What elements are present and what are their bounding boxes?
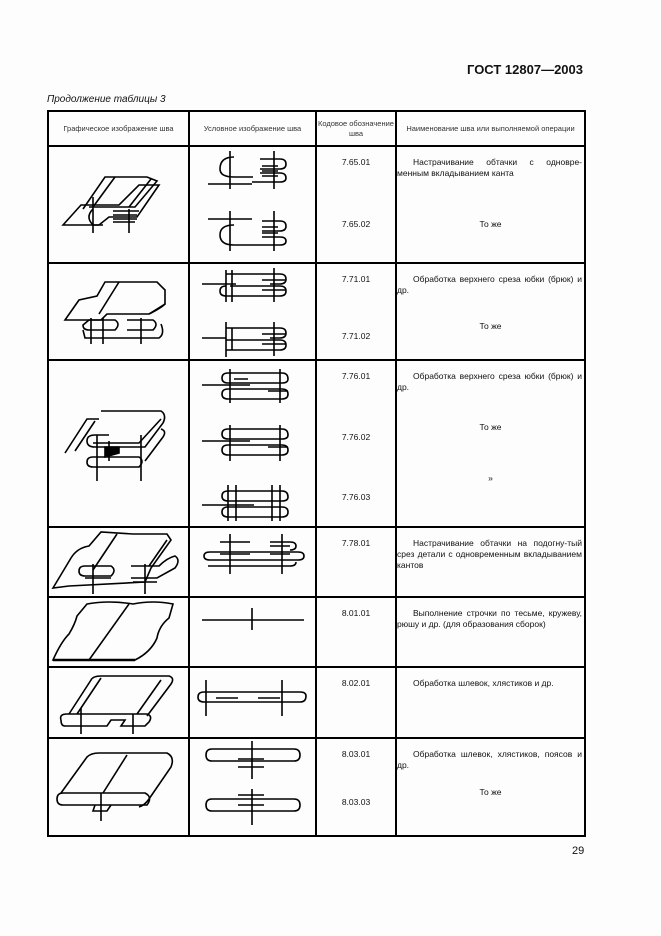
seam-name-cell: Настрачивание обтачки с одновре-менным в…: [395, 145, 586, 264]
table-row: 7.71.01 7.71.02 Обработка верхнего среза…: [47, 262, 586, 361]
seam-name: Обработка верхнего среза юбки (брюк) и д…: [397, 371, 582, 392]
seam-symbol: [188, 359, 317, 528]
seam-symbol-icon: [205, 741, 301, 825]
seam-name-cell: Выполнение строчки по тесьме, кружеву, р…: [395, 596, 586, 668]
seam-symbol-icon: [202, 369, 289, 521]
seam-symbol: [188, 737, 317, 837]
seam-code: 8.03.01: [341, 749, 371, 759]
seam-graphic: [47, 359, 190, 528]
seam-code: 8.01.01: [341, 608, 371, 618]
seam-name: То же: [479, 219, 502, 229]
seam-name-cell: Настрачивание обтачки на подогну-тый сре…: [395, 526, 586, 598]
seam-code: 7.76.03: [341, 492, 371, 502]
seam-symbol-icon: [202, 268, 287, 357]
seam-name: Выполнение строчки по тесьме, кружеву, р…: [397, 608, 582, 629]
seam-name-cell: Обработка шлевок, хлястиков, поясов и др…: [395, 737, 586, 837]
seam-code: 7.71.02: [341, 331, 371, 341]
seam-symbol-icon: [203, 534, 305, 574]
seam-name: Настрачивание обтачки на подогну-тый сре…: [397, 538, 582, 570]
column-header-code: Кодовое обозначение шва: [315, 110, 397, 147]
table-row: 7.65.01 7.65.02 Настрачивание обтачки с …: [47, 145, 586, 264]
seam-symbol-icon: [208, 151, 287, 251]
seam-code: 7.76.01: [341, 371, 371, 381]
seam-code-cell: 7.78.01: [315, 526, 397, 598]
seam-graphic: [47, 737, 190, 837]
table-row: 7.76.01 7.76.02 7.76.03 Обработка верхне…: [47, 359, 586, 528]
seam-drawing-icon: [64, 410, 166, 481]
seam-graphic: [47, 262, 190, 361]
seam-code: 7.71.01: [341, 274, 371, 284]
seam-code-cell: 8.01.01: [315, 596, 397, 668]
table-header-row: Графическое изображение шва Условное изо…: [47, 110, 586, 147]
seam-graphic: [47, 526, 190, 598]
table-row: 8.03.01 8.03.03 Обработка шлевок, хлясти…: [47, 737, 586, 837]
seam-name: То же: [479, 787, 502, 797]
standard-number: ГОСТ 12807—2003: [467, 62, 583, 77]
seam-name: »: [488, 473, 493, 483]
seam-symbol-icon: [197, 680, 307, 716]
seam-name: Обработка верхнего среза юбки (брюк) и д…: [397, 274, 582, 295]
seam-drawing-icon: [51, 601, 175, 662]
seam-symbol: [188, 145, 317, 264]
seam-graphic: [47, 596, 190, 668]
seam-name: Настрачивание обтачки с одновре-менным в…: [397, 157, 582, 178]
seam-drawing-icon: [56, 752, 174, 821]
seam-drawing-icon: [59, 675, 174, 734]
column-header-symbol: Условное изображение шва: [188, 110, 317, 147]
seam-name: Обработка шлевок, хлястиков, поясов и др…: [397, 749, 582, 770]
seam-code: 7.76.02: [341, 432, 371, 442]
seam-graphic: [47, 666, 190, 739]
seam-drawing-icon: [63, 281, 166, 344]
table-row: 7.78.01 Настрачивание обтачки на подогну…: [47, 526, 586, 598]
seam-code: 7.65.02: [341, 219, 371, 229]
seam-name-cell: Обработка верхнего среза юбки (брюк) и д…: [395, 262, 586, 361]
seam-code: 7.65.01: [341, 157, 371, 167]
seam-symbol: [188, 666, 317, 739]
seam-code-cell: 8.02.01: [315, 666, 397, 739]
column-header-graphic: Графическое изображение шва: [47, 110, 190, 147]
seam-symbol-icon: [202, 608, 304, 630]
seam-code: 7.78.01: [341, 538, 371, 548]
seam-graphic: [47, 145, 190, 264]
table-row: 8.02.01 Обработка шлевок, хлястиков и др…: [47, 666, 586, 739]
seam-code-cell: 7.65.01 7.65.02: [315, 145, 397, 264]
table-row: 8.01.01 Выполнение строчки по тесьме, кр…: [47, 596, 586, 668]
seam-code-cell: 8.03.01 8.03.03: [315, 737, 397, 837]
seam-code-cell: 7.76.01 7.76.02 7.76.03: [315, 359, 397, 528]
seam-name: Обработка шлевок, хлястиков и др.: [413, 678, 554, 688]
seam-name-cell: Обработка шлевок, хлястиков и др.: [395, 666, 586, 739]
table-caption: Продолжение таблицы 3: [47, 94, 166, 105]
seam-drawing-icon: [61, 176, 161, 233]
seam-symbol: [188, 526, 317, 598]
seam-code: 8.03.03: [341, 797, 371, 807]
column-header-name: Наименование шва или выполняемой операци…: [395, 110, 586, 147]
seam-symbol: [188, 596, 317, 668]
seam-name-cell: Обработка верхнего среза юбки (брюк) и д…: [395, 359, 586, 528]
page-number: 29: [572, 845, 585, 857]
seam-name: То же: [479, 321, 502, 331]
seam-code-cell: 7.71.01 7.71.02: [315, 262, 397, 361]
seam-name: То же: [479, 422, 502, 432]
seam-drawing-icon: [51, 531, 179, 594]
seam-table: Графическое изображение шва Условное изо…: [47, 110, 586, 837]
seam-symbol: [188, 262, 317, 361]
seam-code: 8.02.01: [341, 678, 371, 688]
